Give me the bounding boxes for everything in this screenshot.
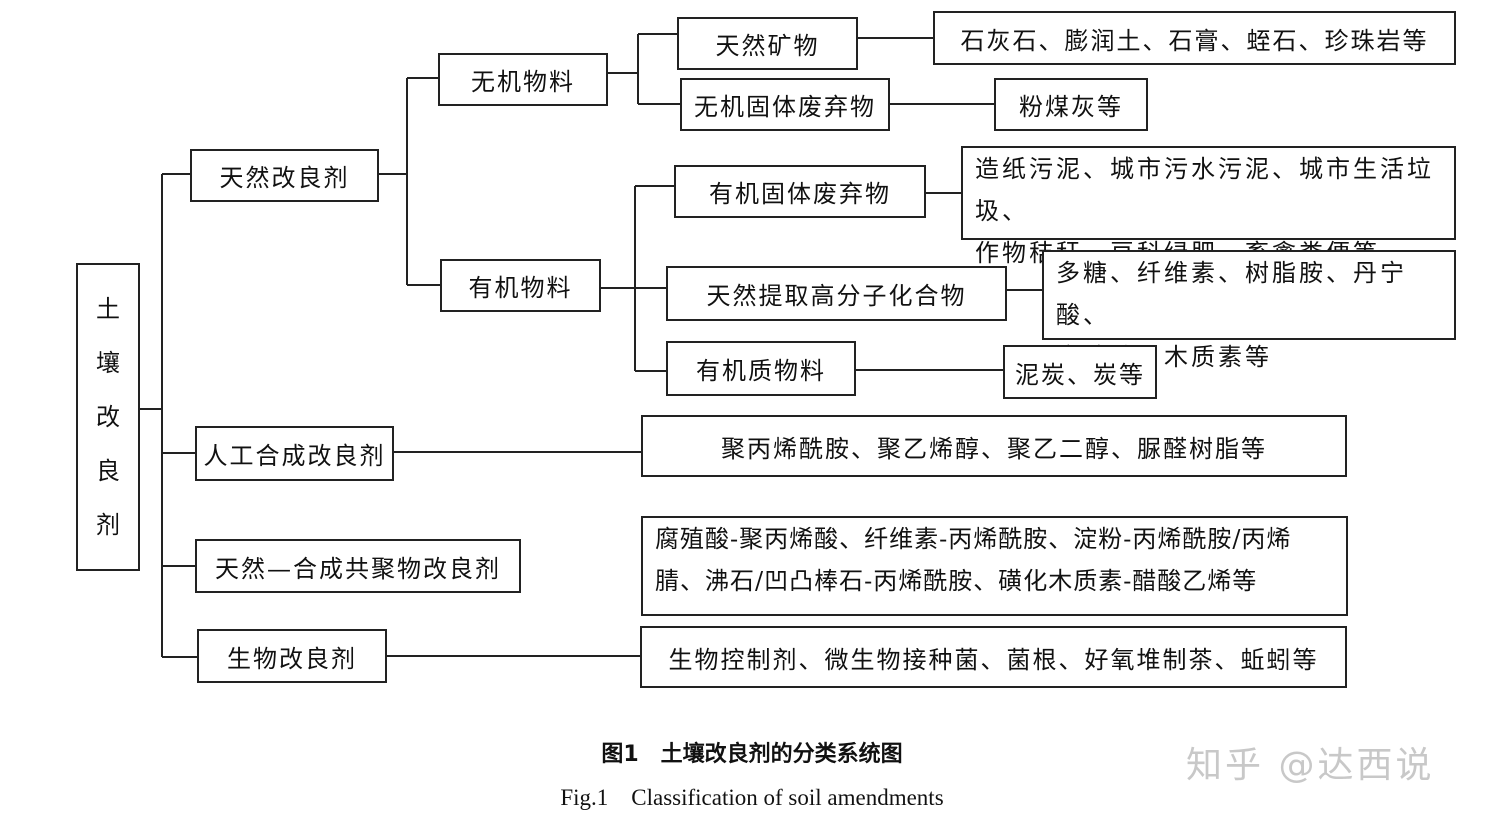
node-natural-polymers: 天然提取高分子化合物	[666, 266, 1007, 321]
examples-inorganic-solid-waste: 粉煤灰等	[994, 78, 1148, 131]
examples-organic-matter: 泥炭、炭等	[1003, 345, 1157, 399]
root-char: 壤	[96, 349, 120, 377]
examples-copolymer: 腐殖酸-聚丙烯酸、纤维素-丙烯酰胺、淀粉-丙烯酰胺/丙烯 腈、沸石/凹凸棒石-丙…	[641, 516, 1348, 616]
root-char: 良	[96, 457, 120, 485]
figure-caption-zh: 图1 土壤改良剂的分类系统图	[601, 742, 903, 767]
example-line: 造纸污泥、城市污水污泥、城市生活垃圾、	[975, 155, 1434, 225]
example-line: 腈、沸石/凹凸棒石-丙烯酰胺、磺化木质素-醋酸乙烯等	[655, 567, 1258, 595]
root-node: 土 壤 改 良 剂	[76, 263, 140, 571]
examples-natural-minerals: 石灰石、膨润土、石膏、蛭石、珍珠岩等	[933, 11, 1456, 65]
figure-caption-en: Fig.1 Classification of soil amendments	[560, 785, 944, 810]
root-char: 剂	[96, 511, 120, 539]
node-biological-amendment: 生物改良剂	[197, 629, 387, 683]
node-organic-matter: 有机质物料	[666, 341, 856, 396]
node-inorganic-solid-waste: 无机固体废弃物	[680, 78, 890, 131]
example-line: 腐殖酸-聚丙烯酸、纤维素-丙烯酰胺、淀粉-丙烯酰胺/丙烯	[655, 525, 1292, 553]
examples-synthetic: 聚丙烯酰胺、聚乙烯醇、聚乙二醇、脲醛树脂等	[641, 415, 1347, 477]
watermark: 知乎 @达西说	[1186, 745, 1435, 786]
node-synthetic-amendment: 人工合成改良剂	[195, 426, 394, 481]
node-natural-amendment: 天然改良剂	[190, 149, 379, 202]
examples-organic-solid-waste: 造纸污泥、城市污水污泥、城市生活垃圾、 作物秸秆、豆科绿肥、畜禽粪便等	[961, 146, 1456, 267]
examples-biological: 生物控制剂、微生物接种菌、菌根、好氧堆制茶、蚯蚓等	[640, 626, 1347, 688]
node-copolymer-amendment: 天然—合成共聚物改良剂	[195, 539, 521, 593]
root-char: 改	[96, 403, 120, 431]
example-line: 多糖、纤维素、树脂胺、丹宁酸、	[1056, 259, 1407, 329]
node-natural-minerals: 天然矿物	[677, 17, 858, 70]
node-organic-material: 有机物料	[440, 259, 601, 312]
examples-natural-polymers: 多糖、纤维素、树脂胺、丹宁酸、 腐殖酸、木质素等	[1042, 250, 1456, 371]
node-organic-solid-waste: 有机固体废弃物	[674, 165, 926, 218]
root-char: 土	[96, 295, 120, 323]
node-inorganic-material: 无机物料	[438, 53, 608, 106]
